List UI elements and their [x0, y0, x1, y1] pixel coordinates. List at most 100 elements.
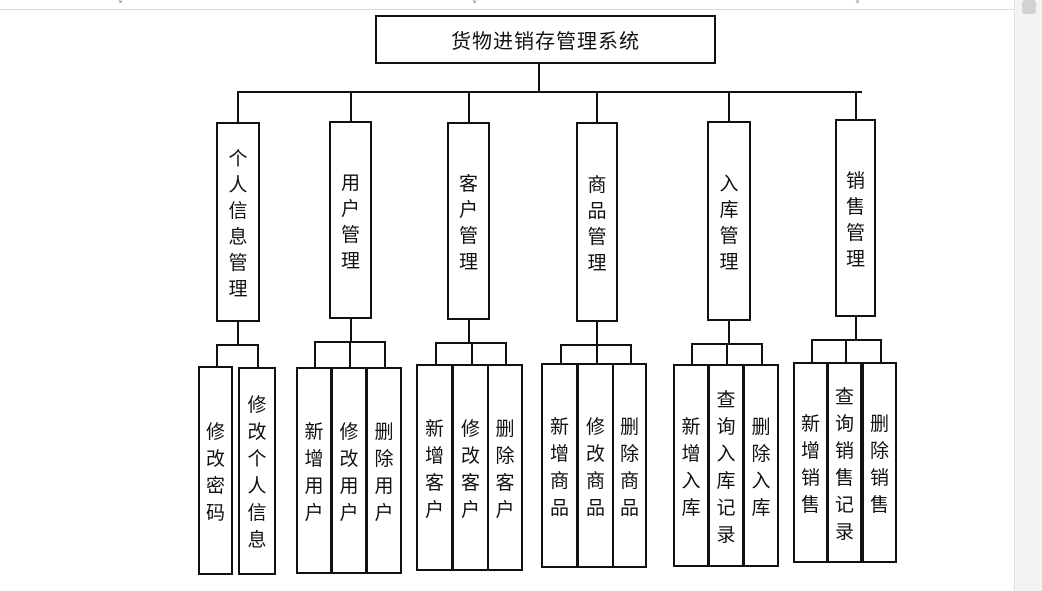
function-label: 修改客户: [454, 416, 487, 524]
function-drop-line: [845, 339, 847, 362]
function-drop-line: [560, 344, 562, 363]
label-char: 客: [495, 472, 515, 494]
function-box: 新增客户: [416, 364, 453, 571]
label-char: 息: [228, 226, 248, 248]
label-char: 新: [681, 416, 701, 438]
function-box: 删除用户: [366, 367, 402, 574]
function-label: 修改密码: [200, 419, 231, 527]
label-char: 用: [339, 475, 359, 497]
function-label: 修改个人信息: [240, 392, 274, 554]
label-char: 商: [587, 174, 607, 196]
label-char: 删: [495, 418, 515, 440]
label-char: 管: [719, 225, 739, 247]
function-box: 新增销售: [793, 362, 828, 563]
function-drop-line: [761, 343, 763, 364]
label-char: 库: [716, 470, 736, 492]
label-char: 修: [247, 394, 267, 416]
label-char: 询: [834, 413, 854, 435]
label-char: 删: [374, 421, 394, 443]
label-char: 售: [800, 494, 820, 516]
label-char: 除: [751, 443, 771, 465]
vertical-scrollbar[interactable]: [1014, 0, 1042, 591]
label-char: 客: [424, 472, 444, 494]
label-char: 库: [751, 497, 771, 519]
ruler-tab-stop-icon[interactable]: ↘: [470, 0, 477, 5]
module-label: 销售管理: [837, 168, 874, 272]
label-char: 理: [587, 252, 607, 274]
label-char: 查: [834, 386, 854, 408]
label-char: 库: [681, 497, 701, 519]
label-char: 信: [228, 200, 248, 222]
module-drop-line: [350, 91, 352, 121]
function-drop-line: [216, 344, 218, 366]
module-box: 销售管理: [835, 119, 876, 317]
function-label: 删除用户: [368, 419, 400, 527]
function-box: 新增商品: [541, 363, 578, 568]
label-char: 改: [339, 448, 359, 470]
function-drop-line: [384, 341, 386, 367]
diagram-root-box: 货物进销存管理系统: [375, 15, 716, 64]
function-label: 查询入库记录: [710, 387, 742, 549]
module-label: 客户管理: [449, 171, 488, 275]
function-box: 查询销售记录: [827, 362, 862, 563]
function-label: 删除客户: [489, 416, 521, 524]
label-char: 客: [460, 472, 480, 494]
function-drop-line: [880, 339, 882, 362]
label-char: 录: [834, 521, 854, 543]
function-drop-line: [435, 342, 437, 364]
label-char: 户: [495, 499, 515, 521]
function-bus-line: [216, 344, 259, 346]
module-stem-line: [468, 320, 470, 342]
label-char: 新: [800, 413, 820, 435]
label-char: 品: [549, 497, 569, 519]
module-drop-line: [237, 91, 239, 122]
label-char: 销: [845, 170, 865, 192]
label-char: 用: [374, 475, 394, 497]
label-char: 息: [247, 529, 267, 551]
function-label: 删除入库: [745, 414, 777, 522]
function-box: 删除客户: [487, 364, 523, 571]
label-char: 录: [716, 524, 736, 546]
function-box: 修改客户: [452, 364, 489, 571]
function-box: 删除销售: [862, 362, 897, 563]
label-char: 记: [834, 494, 854, 516]
label-char: 入: [719, 173, 739, 195]
label-char: 增: [549, 443, 569, 465]
label-char: 售: [845, 196, 865, 218]
ruler-tab-stop-icon[interactable]: ↘: [116, 0, 123, 5]
module-label: 入库管理: [709, 171, 749, 275]
label-char: 销: [869, 467, 889, 489]
label-char: 库: [719, 199, 739, 221]
label-char: 户: [374, 502, 394, 524]
label-char: 人: [228, 174, 248, 196]
label-char: 记: [716, 497, 736, 519]
label-char: 商: [619, 470, 639, 492]
module-stem-line: [596, 322, 598, 344]
ruler-tab-stop-icon[interactable]: ↘: [853, 0, 860, 5]
function-drop-line: [811, 339, 813, 362]
label-char: 商: [585, 470, 605, 492]
label-char: 品: [619, 497, 639, 519]
function-label: 查询销售记录: [829, 384, 860, 546]
function-label: 修改商品: [579, 414, 612, 522]
function-label: 新增销售: [795, 411, 826, 519]
label-char: 管: [587, 226, 607, 248]
module-drop-line: [728, 91, 730, 121]
function-drop-line: [349, 341, 351, 367]
module-stem-line: [350, 319, 352, 341]
label-char: 管: [228, 252, 248, 274]
module-box: 个人信息管理: [216, 122, 260, 322]
label-char: 理: [228, 278, 248, 300]
scrollbar-thumb[interactable]: [1022, 0, 1036, 14]
label-char: 售: [869, 494, 889, 516]
function-box: 修改商品: [577, 363, 614, 568]
label-char: 修: [585, 416, 605, 438]
function-box: 查询入库记录: [708, 364, 744, 567]
module-stem-line: [728, 321, 730, 343]
function-drop-line: [257, 344, 259, 367]
function-box: 修改密码: [198, 366, 233, 575]
label-char: 增: [304, 448, 324, 470]
diagram-title: 货物进销存管理系统: [451, 29, 640, 53]
function-box: 删除入库: [743, 364, 779, 567]
label-char: 用: [304, 475, 324, 497]
